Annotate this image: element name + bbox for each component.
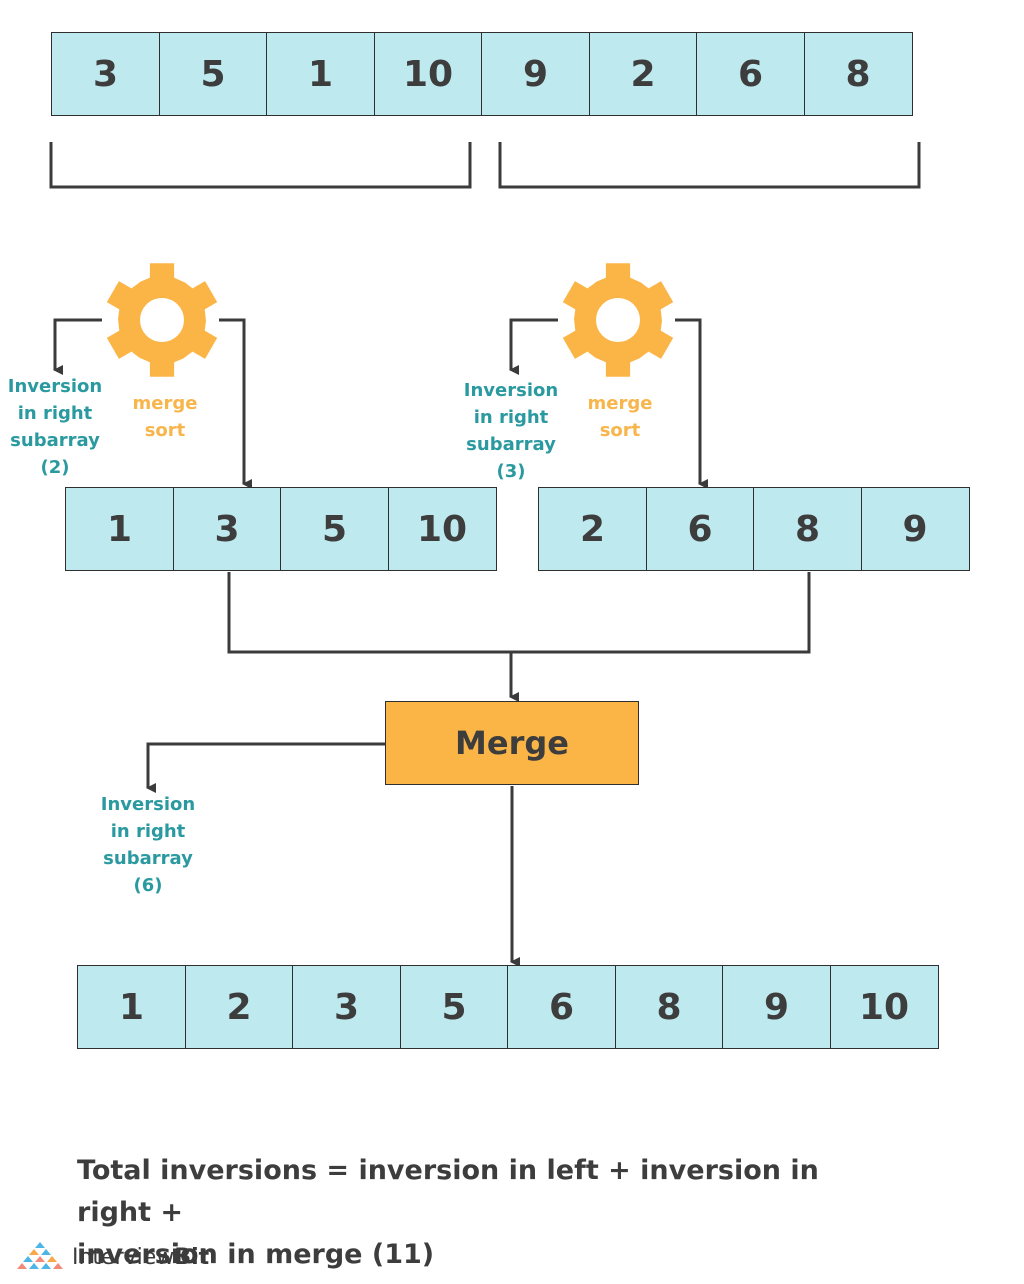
array-cell: 6 [696, 32, 805, 116]
array-cell: 1 [65, 487, 174, 571]
array-cell: 10 [373, 32, 483, 116]
right-inversion-arrow [509, 318, 558, 375]
array-cell: 8 [753, 487, 862, 571]
array-cell: 8 [614, 965, 724, 1049]
left-bracket [49, 142, 472, 189]
array-cell: 3 [51, 32, 160, 116]
total-inversions-text: Total inversions = inversion in left + i… [77, 1155, 819, 1270]
array-cell: 9 [481, 32, 590, 116]
merge-inversion-arrow [146, 742, 385, 793]
left-sort-arrow [219, 318, 252, 489]
right-inversion-label: Inversion in right subarray (3) [463, 380, 559, 482]
right-sort-arrow [675, 318, 708, 489]
array-cell: 2 [588, 32, 698, 116]
brand-logo: InterviewBit [14, 1240, 209, 1274]
array-cell: 6 [645, 487, 755, 571]
array-cell: 5 [280, 487, 389, 571]
array-cell: 1 [77, 965, 186, 1049]
array-cell: 1 [266, 32, 375, 116]
gear-icon [106, 263, 218, 377]
array-cell: 2 [184, 965, 294, 1049]
interviewbit-logo-icon [17, 1242, 63, 1269]
array-cell: 10 [387, 487, 497, 571]
gear-icon [562, 263, 674, 377]
array-cell: 8 [803, 32, 913, 116]
array-cell: 6 [507, 965, 616, 1049]
array-cell: 5 [399, 965, 509, 1049]
array-cell: 10 [829, 965, 939, 1049]
array-cell: 2 [538, 487, 647, 571]
merge-box: Merge [385, 701, 639, 785]
array-cell: 5 [158, 32, 268, 116]
merge-inversion-label: Inversion in right subarray (6) [100, 794, 196, 896]
left-inversion-label: Inversion in right subarray (2) [7, 376, 103, 478]
right-merge-sort-label: merge sort [587, 393, 653, 441]
join-lines [227, 572, 811, 654]
array-cell: 9 [860, 487, 970, 571]
array-cell: 9 [722, 965, 831, 1049]
array-cell: 3 [292, 965, 401, 1049]
left-merge-sort-label: merge sort [132, 393, 198, 441]
array-cell: 3 [172, 487, 282, 571]
brand-name: InterviewBit [72, 1244, 210, 1270]
left-inversion-arrow [53, 318, 102, 375]
right-bracket [498, 142, 921, 189]
